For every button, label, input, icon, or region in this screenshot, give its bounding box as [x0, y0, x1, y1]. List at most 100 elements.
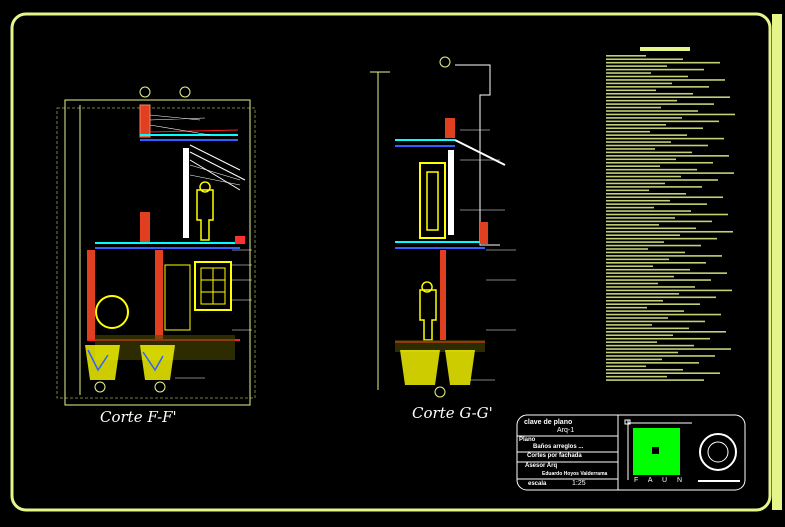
note-line — [606, 113, 735, 116]
plan-key-label: clave de plano — [524, 419, 573, 426]
note-line — [606, 351, 678, 354]
note-line — [606, 313, 721, 316]
note-line — [606, 355, 715, 357]
note-line — [606, 293, 679, 295]
note-line — [606, 92, 693, 95]
note-line — [606, 331, 726, 333]
note-line — [606, 265, 653, 268]
note-line — [606, 161, 713, 164]
note-line — [606, 230, 733, 233]
note-line — [606, 68, 704, 71]
university-seal — [699, 433, 737, 471]
note-line — [606, 372, 720, 374]
note-line — [606, 275, 674, 278]
note-line — [606, 106, 661, 109]
note-line — [606, 203, 707, 205]
note-line — [606, 110, 698, 112]
note-line — [606, 182, 665, 185]
note-line — [606, 86, 709, 88]
note-line — [606, 299, 663, 302]
note-line — [606, 158, 676, 161]
note-line — [606, 268, 690, 271]
note-line — [606, 61, 720, 64]
title-block — [516, 414, 746, 491]
note-line — [606, 82, 672, 85]
note-line — [606, 286, 695, 288]
note-line — [606, 65, 667, 67]
note-line — [606, 337, 710, 340]
note-line — [606, 206, 654, 209]
note-line — [606, 144, 708, 147]
section-f-f — [56, 86, 256, 406]
note-line — [606, 220, 712, 223]
note-line — [606, 175, 681, 178]
note-line — [606, 79, 725, 81]
plan-label: Plano — [519, 437, 536, 443]
note-line — [606, 272, 727, 274]
note-line — [606, 362, 699, 364]
note-line — [606, 279, 711, 281]
note-line — [606, 296, 716, 299]
note-line — [606, 375, 667, 378]
note-line — [606, 103, 714, 105]
note-line — [606, 58, 683, 61]
note-line — [606, 244, 701, 247]
notes-lines — [606, 55, 735, 381]
note-line — [606, 124, 666, 126]
section-title-g: Corte G-G' — [412, 404, 493, 422]
note-line — [606, 358, 662, 361]
note-line — [606, 379, 704, 381]
plan-key: Arq-1 — [557, 427, 575, 434]
section-g-g — [370, 56, 516, 398]
note-line — [606, 155, 729, 157]
note-line — [606, 193, 686, 195]
note-line — [606, 72, 651, 74]
note-line — [606, 234, 680, 236]
note-line — [606, 248, 648, 250]
note-line — [606, 55, 646, 57]
advisor-name: Eduardo Hoyos Valderrama — [542, 471, 608, 477]
note-line — [606, 120, 719, 123]
note-line — [606, 324, 652, 326]
note-line — [606, 165, 660, 167]
note-line — [606, 344, 694, 347]
note-line — [606, 210, 691, 212]
note-line — [606, 334, 673, 337]
note-line — [606, 99, 677, 102]
note-line — [606, 151, 692, 154]
note-line — [606, 241, 664, 243]
note-line — [606, 320, 705, 323]
note-line — [606, 317, 668, 319]
plan-name: Baños arreglos ... — [533, 444, 584, 450]
sheet-border — [10, 12, 772, 512]
note-line — [606, 237, 717, 240]
note-line — [606, 368, 683, 371]
plan-description: Cortes por fachada — [527, 453, 582, 459]
note-line — [606, 217, 675, 219]
note-line — [606, 306, 647, 309]
note-line — [606, 327, 689, 330]
advisor-label: Asesor Arq — [525, 463, 558, 469]
note-line — [606, 75, 688, 78]
sheet-edge-strip — [772, 14, 782, 510]
note-line — [606, 310, 684, 312]
note-line — [606, 137, 724, 140]
note-line — [606, 224, 659, 226]
section-title-f: Corte F-F' — [100, 408, 177, 426]
note-line — [606, 262, 706, 264]
note-line — [606, 130, 650, 133]
note-line — [606, 196, 723, 199]
note-line — [606, 117, 682, 119]
note-line — [606, 365, 646, 368]
note-line — [606, 199, 670, 202]
note-line — [606, 168, 697, 171]
note-line — [606, 251, 685, 254]
note-line — [606, 255, 722, 257]
note-line — [606, 148, 655, 150]
note-line — [606, 303, 700, 305]
note-line — [606, 213, 728, 216]
note-line — [606, 186, 702, 188]
note-line — [606, 348, 731, 350]
note-line — [606, 282, 658, 285]
